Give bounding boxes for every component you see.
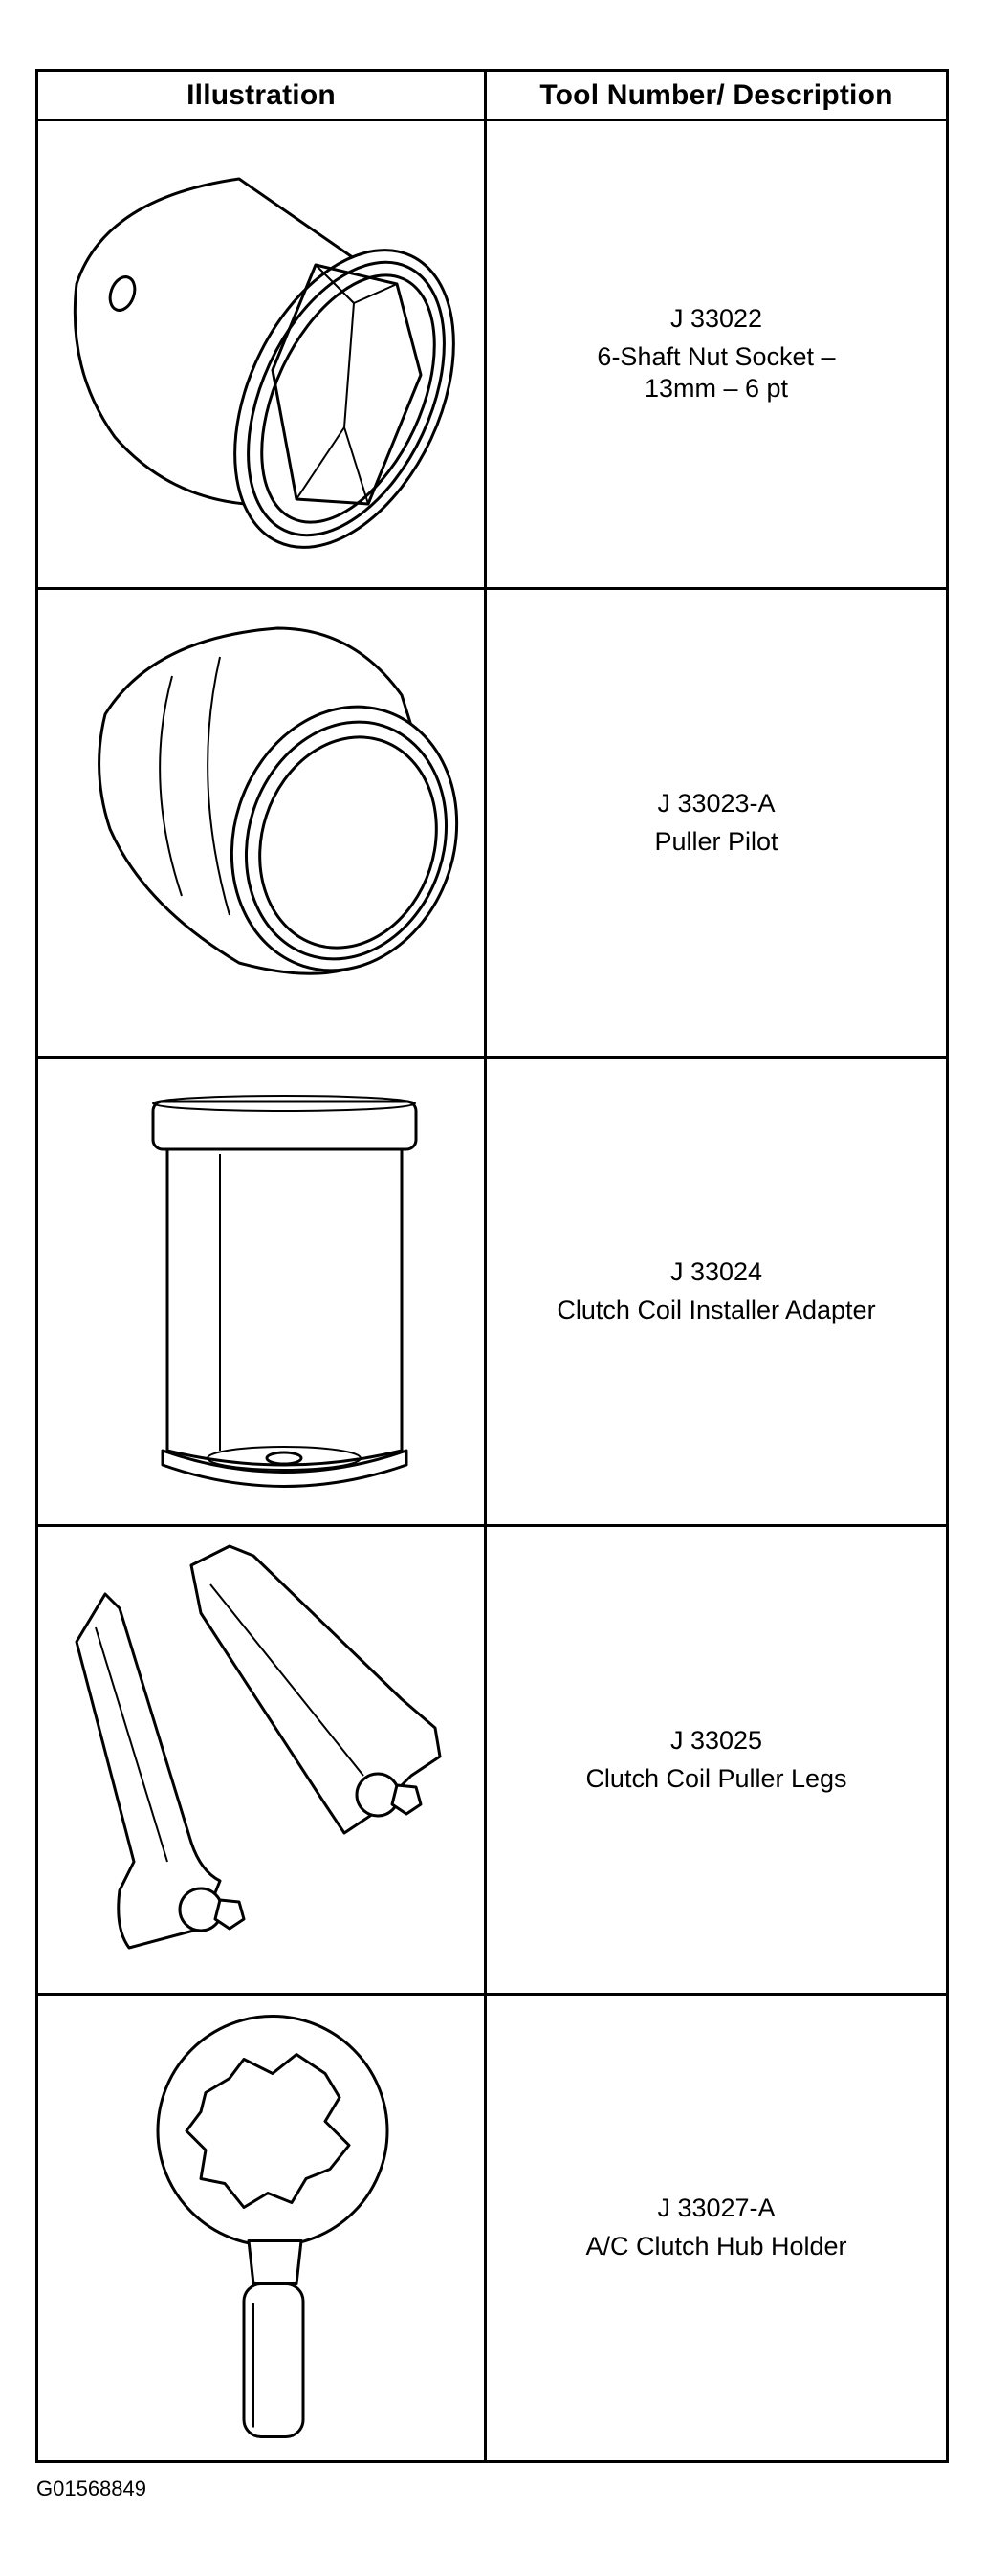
tool-description: Clutch Coil Puller Legs (585, 1763, 847, 1793)
tool-number: J 33025 (669, 1725, 763, 1755)
tool-number: J 33027-A (657, 2194, 776, 2223)
figure-id: G01568849 (36, 2477, 146, 2500)
hex-socket-icon (73, 177, 455, 549)
puller-pilot-icon (98, 626, 459, 975)
table-row: J 33027-A A/C Clutch Hub Holder (38, 1996, 946, 2460)
table-row: J 33025 Clutch Coil Puller Legs (38, 1527, 946, 1996)
tool-number: J 33022 (669, 303, 763, 333)
tool-description: Puller Pilot (654, 826, 778, 856)
tool-number: J 33023-A (657, 788, 776, 818)
table-row: J 33023-A Puller Pilot (38, 590, 946, 1059)
tool-description: Clutch Coil Installer Adapter (557, 1295, 876, 1324)
tool-description: A/C Clutch Hub Holder (585, 2232, 847, 2260)
header-illustration: Illustration (38, 72, 487, 119)
puller-legs-icon (75, 1544, 442, 1950)
tool-number: J 33024 (669, 1256, 763, 1286)
hub-holder-icon (156, 2015, 389, 2438)
table-header: Illustration Tool Number/ Description (38, 72, 946, 121)
tool-description: 6-Shaft Nut Socket – 13mm – 6 pt (597, 341, 836, 404)
table-row: J 33022 6-Shaft Nut Socket – 13mm – 6 pt (38, 121, 946, 590)
installer-adapter-icon (151, 1095, 418, 1488)
tool-table: Illustration Tool Number/ Description (35, 69, 949, 2463)
table-row: J 33024 Clutch Coil Installer Adapter (38, 1059, 946, 1527)
header-description: Tool Number/ Description (539, 78, 893, 111)
